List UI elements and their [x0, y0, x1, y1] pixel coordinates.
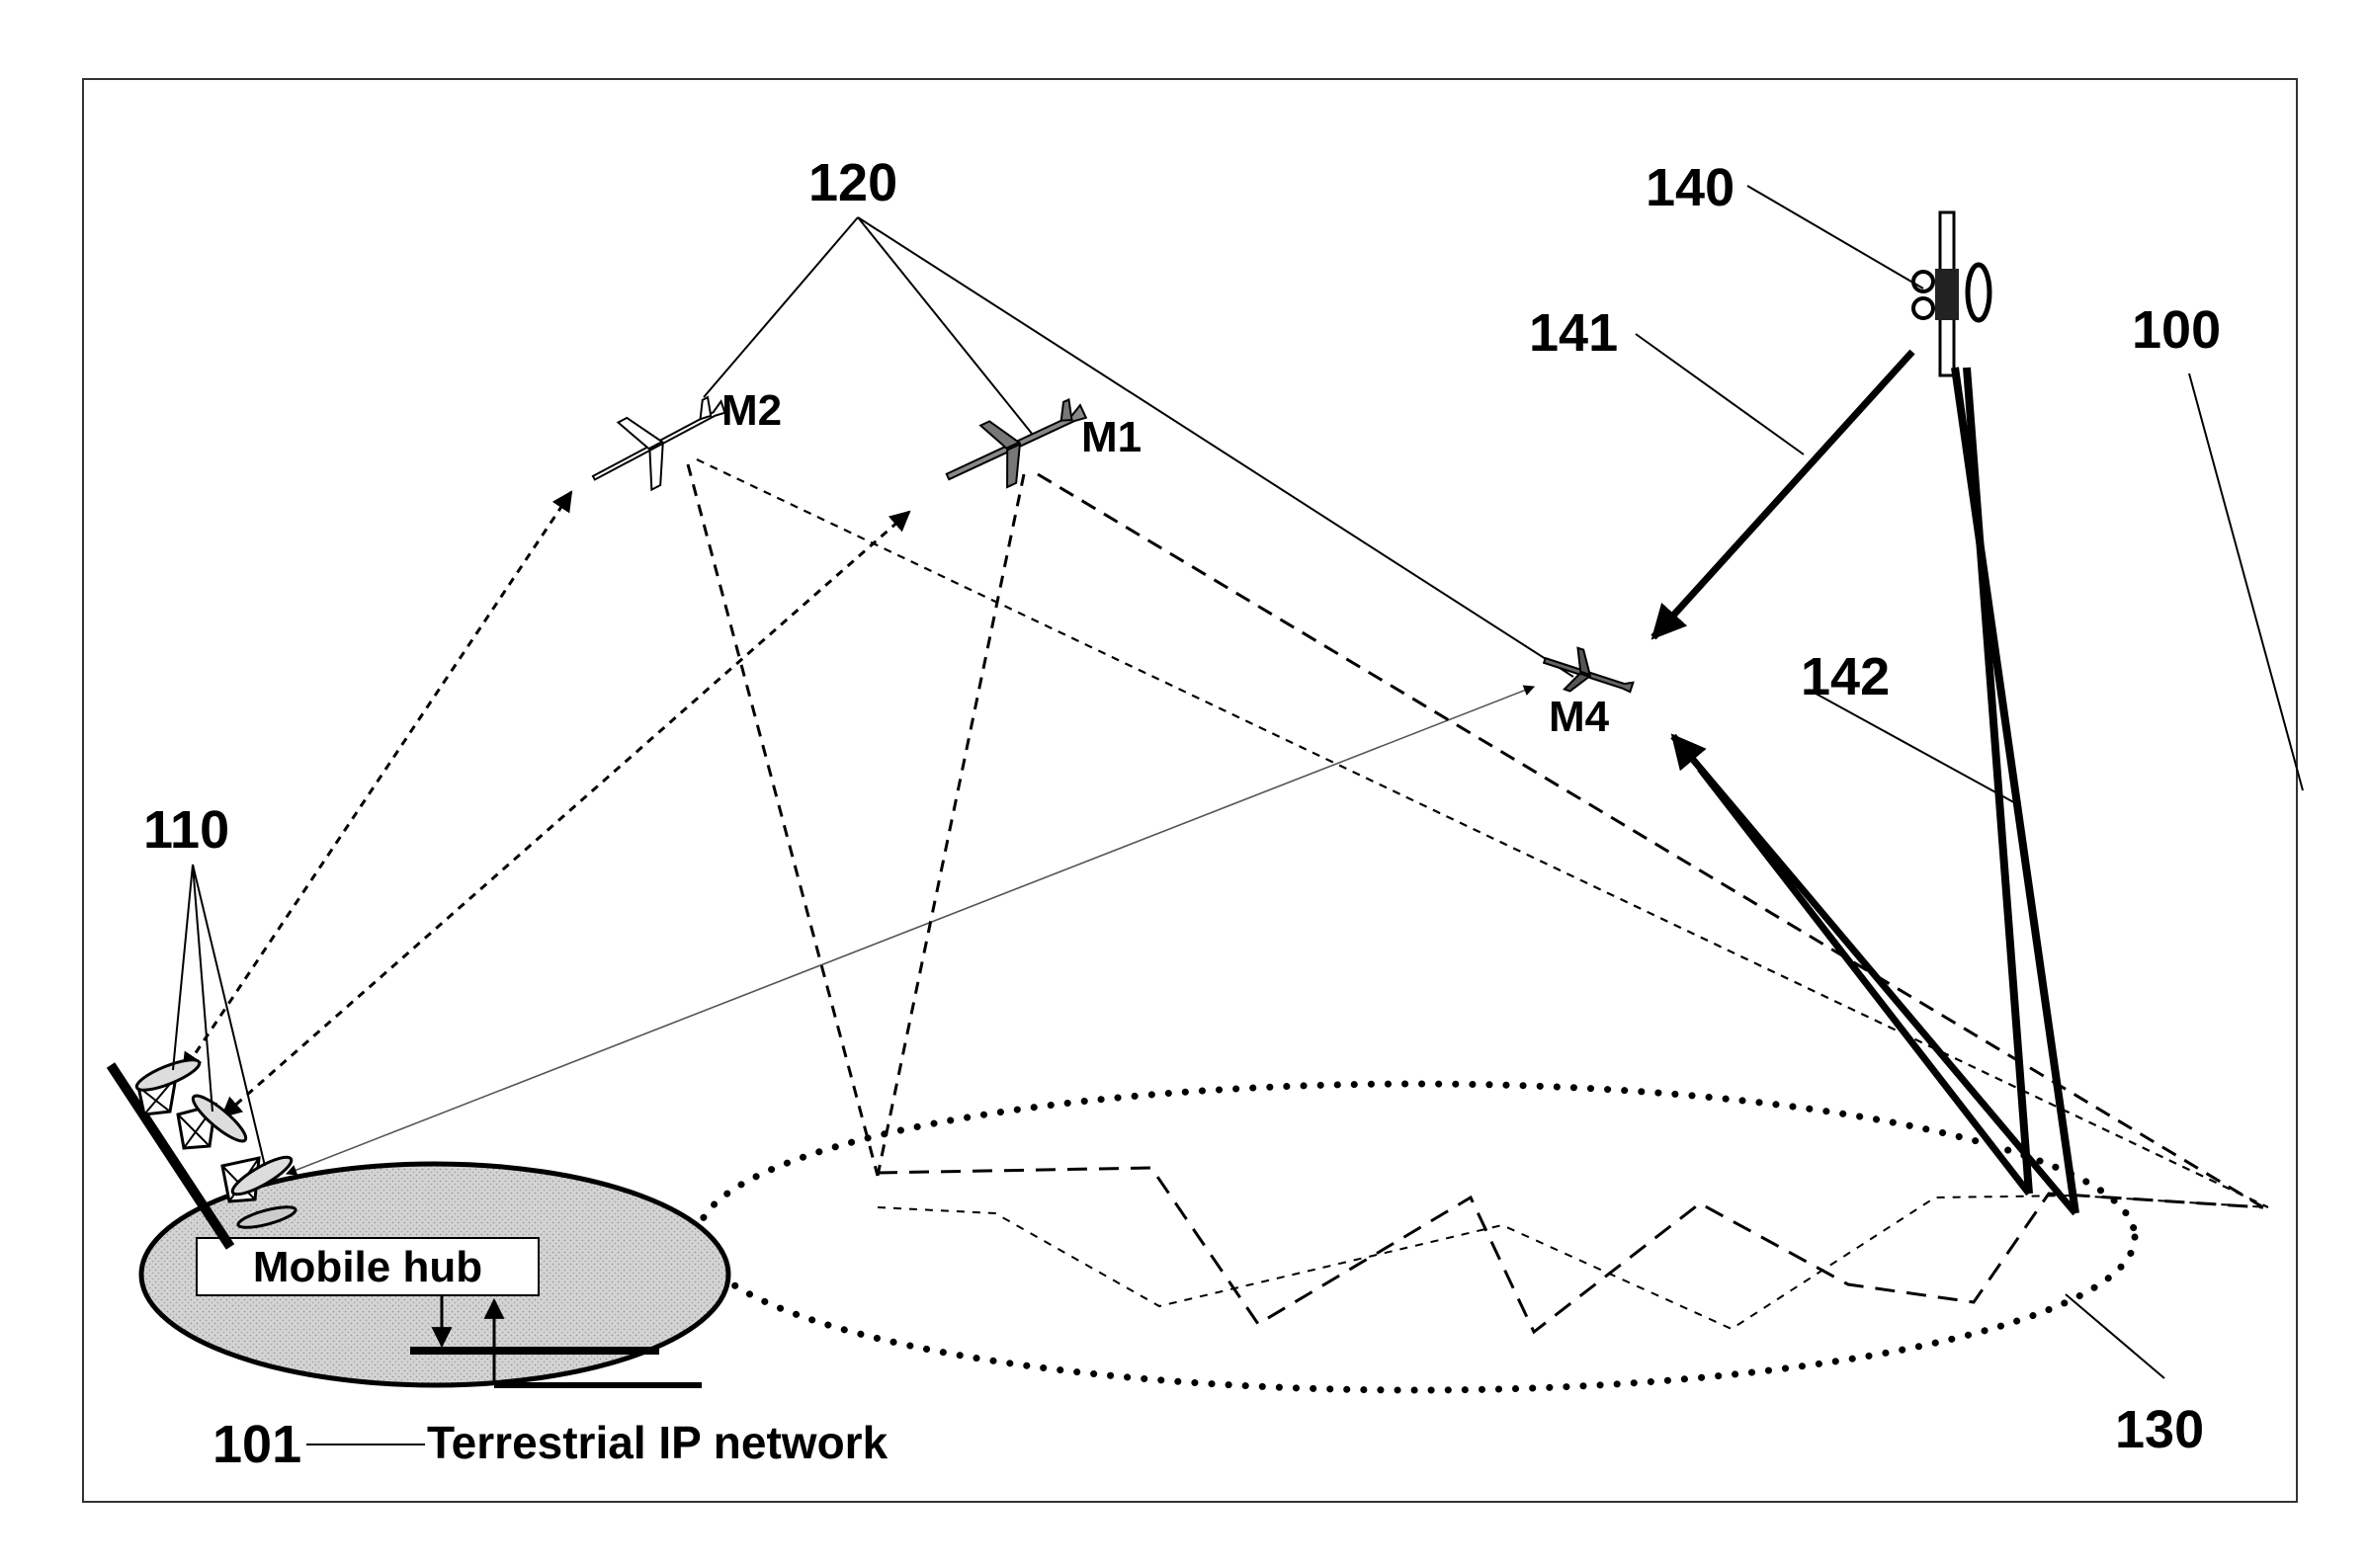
mesh-path-short-dash [878, 1196, 2268, 1329]
label-ground-antennas: 110 [143, 800, 229, 860]
satellite-callout [1747, 186, 1923, 289]
beam-m2-right [697, 459, 2268, 1207]
label-sat-downlink: 141 [1529, 303, 1618, 363]
coverage-area [698, 1084, 2268, 1390]
label-coverage-area: 130 [2115, 1400, 2204, 1459]
drone-m4-label: M4 [1549, 693, 1610, 741]
sat-downlink-arrow [1653, 352, 1912, 637]
mobile-hub-label: Mobile hub [253, 1243, 482, 1291]
label-system: 100 [2132, 300, 2221, 360]
link-m4-antenna-low [287, 687, 1534, 1174]
label-sat-uplink: 142 [1801, 647, 1890, 706]
satellite [1747, 186, 1989, 375]
satellite-core [1935, 269, 1959, 320]
drone-m2-label: M2 [721, 386, 782, 435]
system-callout [2189, 373, 2303, 790]
beam-m1-right [1038, 474, 2263, 1207]
sat-uplink-callout [1809, 690, 2019, 805]
antenna-dish-mid [178, 1090, 251, 1148]
link-m2-antenna-top [183, 492, 571, 1072]
coverage-label-leader [2066, 1294, 2164, 1378]
label-satellite: 140 [1646, 158, 1734, 217]
antenna-dish-top [133, 1054, 203, 1114]
label-terrestrial-text: Terrestrial IP network [427, 1417, 888, 1468]
sat-downlink-callout [1636, 334, 1804, 454]
beam-m2-left [688, 464, 878, 1176]
beam-m1-left [878, 474, 1024, 1176]
drone-m1 [934, 383, 1098, 508]
label-terrestrial-ref: 101 [212, 1415, 301, 1474]
drone-m1-label: M1 [1081, 413, 1142, 461]
satellite-body-2 [1913, 298, 1933, 318]
coverage-ellipse [698, 1084, 2135, 1390]
drone-m2 [576, 375, 742, 512]
satellite-dish [1968, 265, 1989, 320]
link-m1-antenna-mid [222, 512, 909, 1116]
label-drones-group: 120 [808, 153, 897, 212]
